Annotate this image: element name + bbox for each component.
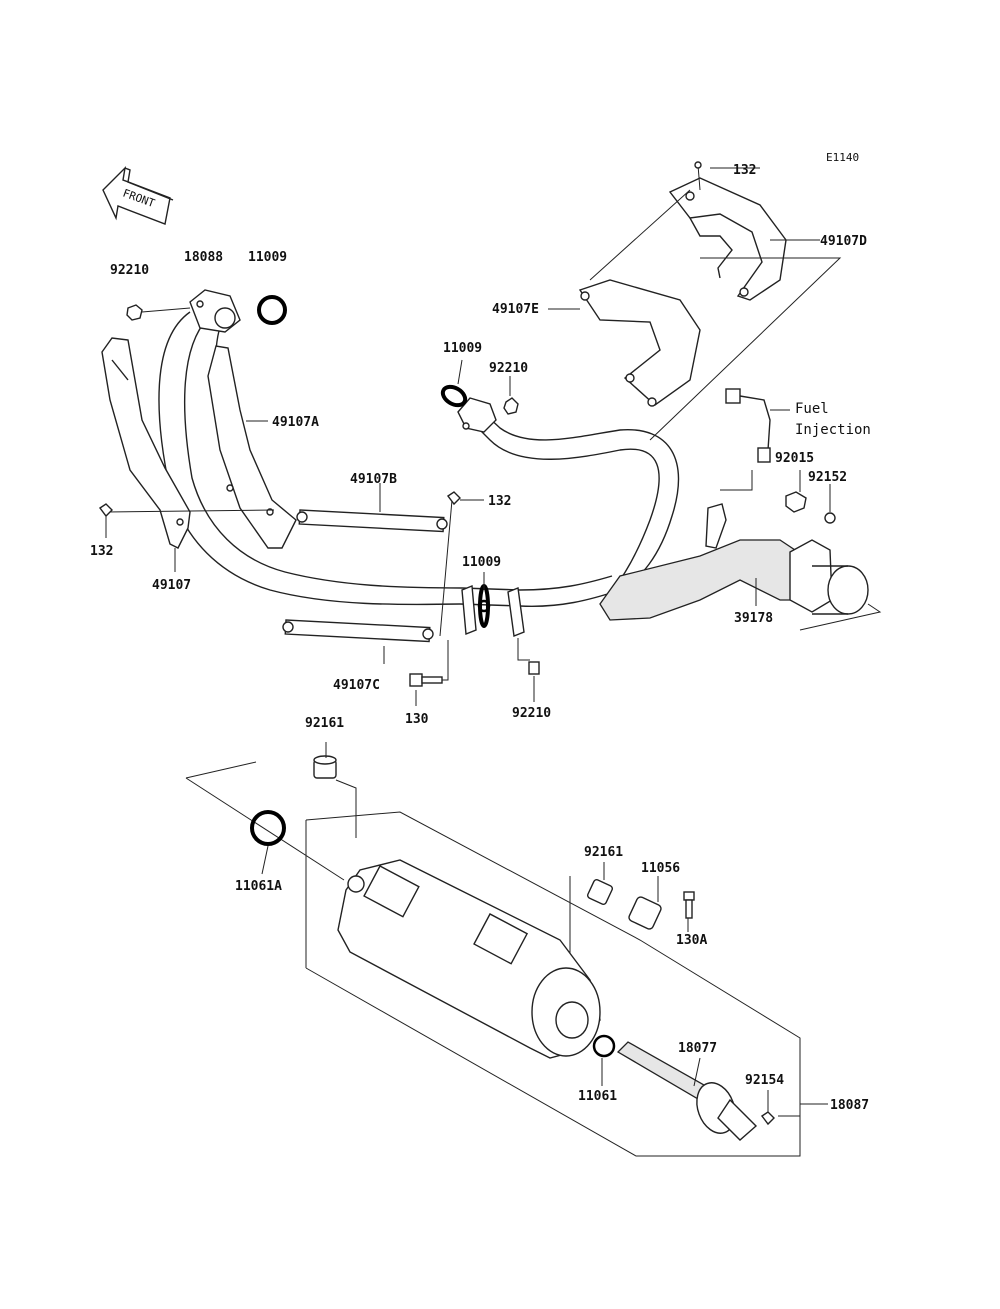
bolt-130A bbox=[683, 891, 695, 919]
gasket-11061A bbox=[250, 810, 286, 846]
tailpipe-18077 bbox=[616, 1041, 758, 1141]
label-49107E: 49107E bbox=[492, 302, 539, 317]
label-11009-b: 11009 bbox=[443, 341, 482, 356]
screw-92154 bbox=[760, 1111, 775, 1126]
label-92210-c: 92210 bbox=[512, 706, 551, 721]
damper-92161-a bbox=[313, 755, 337, 779]
label-49107D: 49107D bbox=[820, 234, 867, 249]
exhaust-flange-18088 bbox=[189, 289, 241, 333]
nut-92210-a bbox=[126, 304, 143, 321]
center-pipe bbox=[459, 575, 621, 637]
fuel-label: Fuel bbox=[795, 401, 829, 417]
screw-132-left bbox=[98, 503, 113, 518]
label-92154: 92154 bbox=[745, 1073, 784, 1088]
gasket-11061 bbox=[592, 1034, 616, 1058]
o2-sensor bbox=[725, 388, 771, 463]
muffler-body bbox=[337, 859, 601, 1059]
label-92161-b: 92161 bbox=[584, 845, 623, 860]
header-pipe-front bbox=[158, 311, 463, 606]
bolt-130 bbox=[409, 673, 443, 687]
exhaust-collector-39178 bbox=[599, 503, 869, 621]
label-92210-b: 92210 bbox=[489, 361, 528, 376]
label-11009-a: 11009 bbox=[248, 250, 287, 265]
label-11009-c: 11009 bbox=[462, 555, 501, 570]
label-18087: 18087 bbox=[830, 1098, 869, 1113]
label-132-top: 132 bbox=[733, 163, 756, 178]
heat-guard-49107 bbox=[101, 337, 191, 549]
diagram-code: E1140 bbox=[826, 151, 859, 164]
gasket-11009-b bbox=[440, 384, 468, 408]
label-92015: 92015 bbox=[775, 451, 814, 466]
label-92210-a: 92210 bbox=[110, 263, 149, 278]
heat-guard-49107B bbox=[296, 509, 448, 533]
label-132-mid: 132 bbox=[488, 494, 511, 509]
clamp-11056 bbox=[628, 896, 662, 930]
heat-guard-49107D bbox=[668, 177, 787, 301]
label-92152: 92152 bbox=[808, 470, 847, 485]
nut-92210-b bbox=[503, 397, 519, 415]
label-18077: 18077 bbox=[678, 1041, 717, 1056]
label-18088: 18088 bbox=[184, 250, 223, 265]
label-11056: 11056 bbox=[641, 861, 680, 876]
heat-guard-49107A bbox=[207, 345, 297, 549]
label-130A: 130A bbox=[676, 933, 707, 948]
damper-92161-b bbox=[586, 878, 614, 906]
nut-92210-c bbox=[528, 661, 540, 675]
label-132-left: 132 bbox=[90, 544, 113, 559]
label-49107A: 49107A bbox=[272, 415, 319, 430]
heat-guard-49107E bbox=[578, 279, 701, 407]
injection-label: Injection bbox=[795, 422, 871, 438]
label-49107: 49107 bbox=[152, 578, 191, 593]
label-49107C: 49107C bbox=[333, 678, 380, 693]
gasket-11009-a bbox=[257, 295, 287, 325]
label-130: 130 bbox=[405, 712, 429, 727]
washer-92152 bbox=[824, 512, 836, 524]
heat-guard-49107C bbox=[282, 619, 434, 643]
front-arrow-icon: FRONT bbox=[102, 165, 174, 225]
label-11061A: 11061A bbox=[235, 879, 282, 894]
label-11061: 11061 bbox=[578, 1089, 617, 1104]
label-39178: 39178 bbox=[734, 611, 773, 626]
nut-92015 bbox=[785, 491, 807, 513]
header-pipe-rear bbox=[457, 397, 680, 605]
label-92161-a: 92161 bbox=[305, 716, 344, 731]
screw-132-mid bbox=[446, 491, 461, 506]
label-49107B: 49107B bbox=[350, 472, 397, 487]
